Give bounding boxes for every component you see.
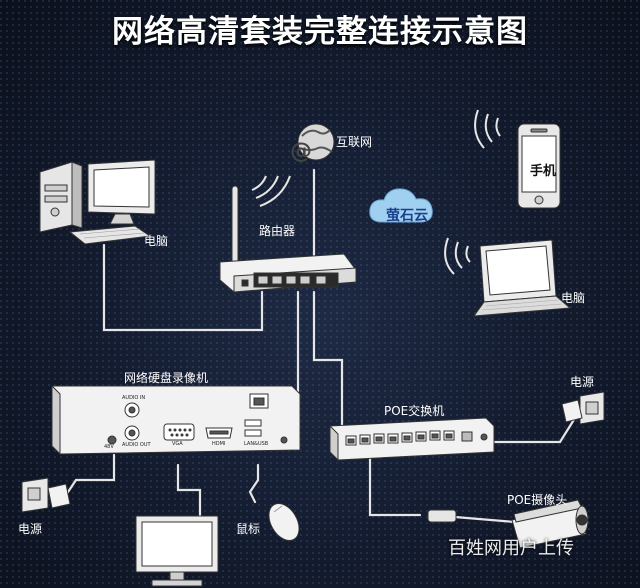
- nvr-device: [51, 384, 301, 456]
- cable-pc-router: [102, 243, 264, 332]
- poe-switch-device: [329, 417, 495, 462]
- cable-router-switch: [312, 290, 344, 432]
- label-mouse: 鼠标: [236, 522, 261, 536]
- port-label-lan: LAN&USB: [244, 441, 269, 447]
- cable-nvr-mouse: [248, 463, 260, 504]
- mouse-device: [268, 503, 300, 541]
- port-label-vga: VGA: [172, 441, 183, 447]
- smartphone-device: [517, 123, 561, 209]
- port-label-audio-in: AUDIO IN: [122, 395, 146, 401]
- label-poe-camera: POE摄像头: [507, 493, 568, 507]
- globe-icon: @: [290, 123, 335, 164]
- label-phone: 手机: [530, 164, 557, 179]
- port-label-audio-out: AUDIO OUT: [122, 442, 151, 448]
- wifi-waves-phone-icon: [474, 109, 501, 149]
- wifi-waves-icon: [251, 175, 291, 207]
- label-power-right: 电源: [570, 375, 595, 389]
- router-device: [219, 185, 357, 293]
- cloud-icon: [369, 188, 433, 223]
- laptop-device: [472, 239, 572, 317]
- label-nvr: 网络硬盘录像机: [124, 371, 209, 385]
- svg-text:@: @: [290, 139, 312, 164]
- power-adapter-right: [561, 391, 605, 425]
- label-internet: 互联网: [336, 135, 373, 149]
- cable-nvr-monitor: [176, 463, 202, 522]
- label-router: 路由器: [259, 224, 296, 238]
- bullet-camera-device: [427, 499, 589, 549]
- wifi-waves-laptop-icon: [444, 237, 471, 275]
- port-label-hdmi: HDMI: [212, 441, 226, 447]
- power-adapter-left: [21, 477, 71, 513]
- diagram-title: 网络高清套装完整连接示意图: [112, 14, 528, 50]
- cable-switch-power: [488, 416, 577, 444]
- watermark: 百姓网用户上传: [448, 538, 574, 559]
- cable-nvr-power: [64, 453, 116, 497]
- port-label-dc: 48V: [104, 444, 114, 450]
- cable-switch-camera: [368, 450, 422, 517]
- label-power-left: 电源: [18, 522, 43, 536]
- label-pc-left: 电脑: [144, 234, 169, 248]
- label-pc-right: 电脑: [561, 291, 586, 305]
- label-cloud: 萤石云: [386, 208, 428, 224]
- cable-camera-link: [453, 515, 517, 524]
- label-poe-switch: POE交换机: [384, 404, 445, 418]
- desktop-pc-left: [39, 159, 156, 245]
- monitor-device: [135, 515, 219, 587]
- cable-router-nvr: [276, 290, 300, 402]
